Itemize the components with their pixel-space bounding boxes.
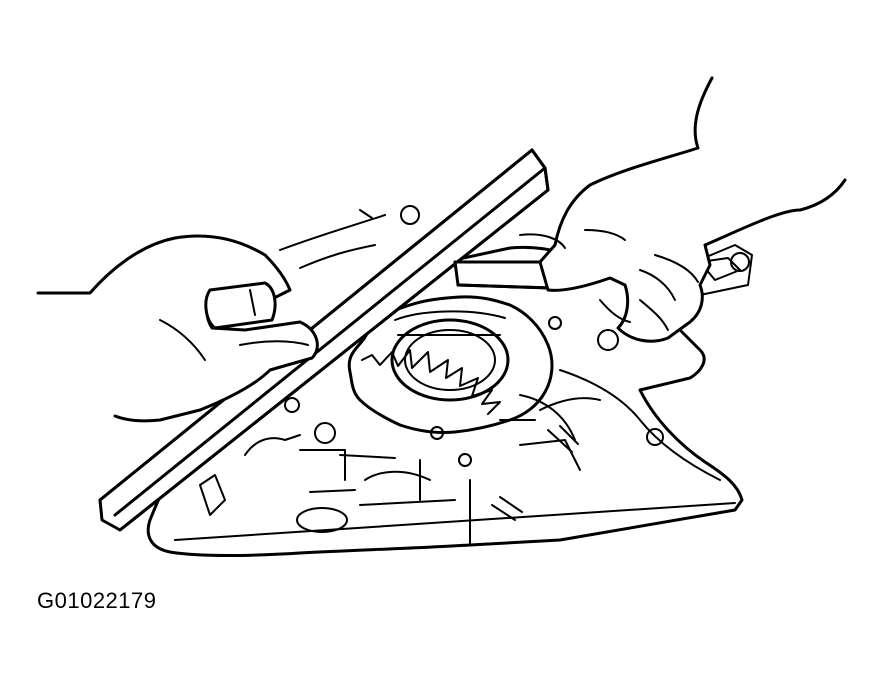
figure-code-label: G01022179 (37, 588, 157, 613)
straightedge-tool (98, 148, 550, 532)
left-hand (36, 234, 319, 423)
inner-rotor-gear (347, 295, 554, 434)
pump-flange-edge (279, 209, 566, 269)
right-hand (538, 76, 847, 343)
oil-pump-body (146, 205, 750, 557)
